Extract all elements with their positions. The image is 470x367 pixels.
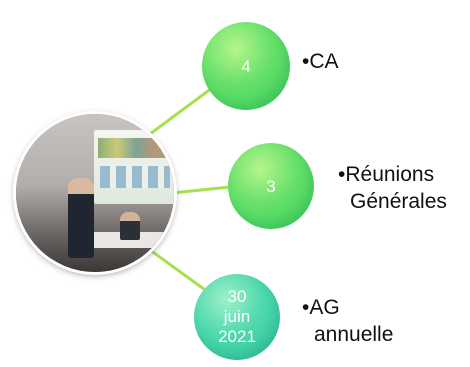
photo-seated-person [120,212,140,240]
label-ca: •CA [302,48,339,75]
label-reunions-line-1: •Réunions [338,163,435,186]
node-circle-reunions: 3 [228,143,314,229]
node-circle-ca: 4 [202,22,290,110]
label-ag-annuelle: •AG annuelle [302,294,393,348]
label-reunions-generales: •Réunions Générales [338,161,447,215]
connector-line-2 [171,185,231,195]
photo-screen-banner [98,138,174,158]
label-ca-line-1: •CA [302,50,339,73]
photo-table [86,232,174,248]
node-date-month: juin [223,307,251,326]
photo-speaker [68,178,94,258]
node-circle-ag: 30 juin 2021 [194,274,280,360]
node-value-reunions: 3 [266,176,276,196]
label-ag-line-1: •AG [302,296,340,319]
label-ag-line-2: annuelle [314,323,394,346]
label-reunions-line-2: Générales [350,190,447,213]
node-value-ca: 4 [241,56,251,76]
meeting-photo [16,114,174,272]
node-date-day: 30 [227,287,247,306]
photo-screen-content [100,166,170,188]
node-date-year: 2021 [218,327,256,346]
